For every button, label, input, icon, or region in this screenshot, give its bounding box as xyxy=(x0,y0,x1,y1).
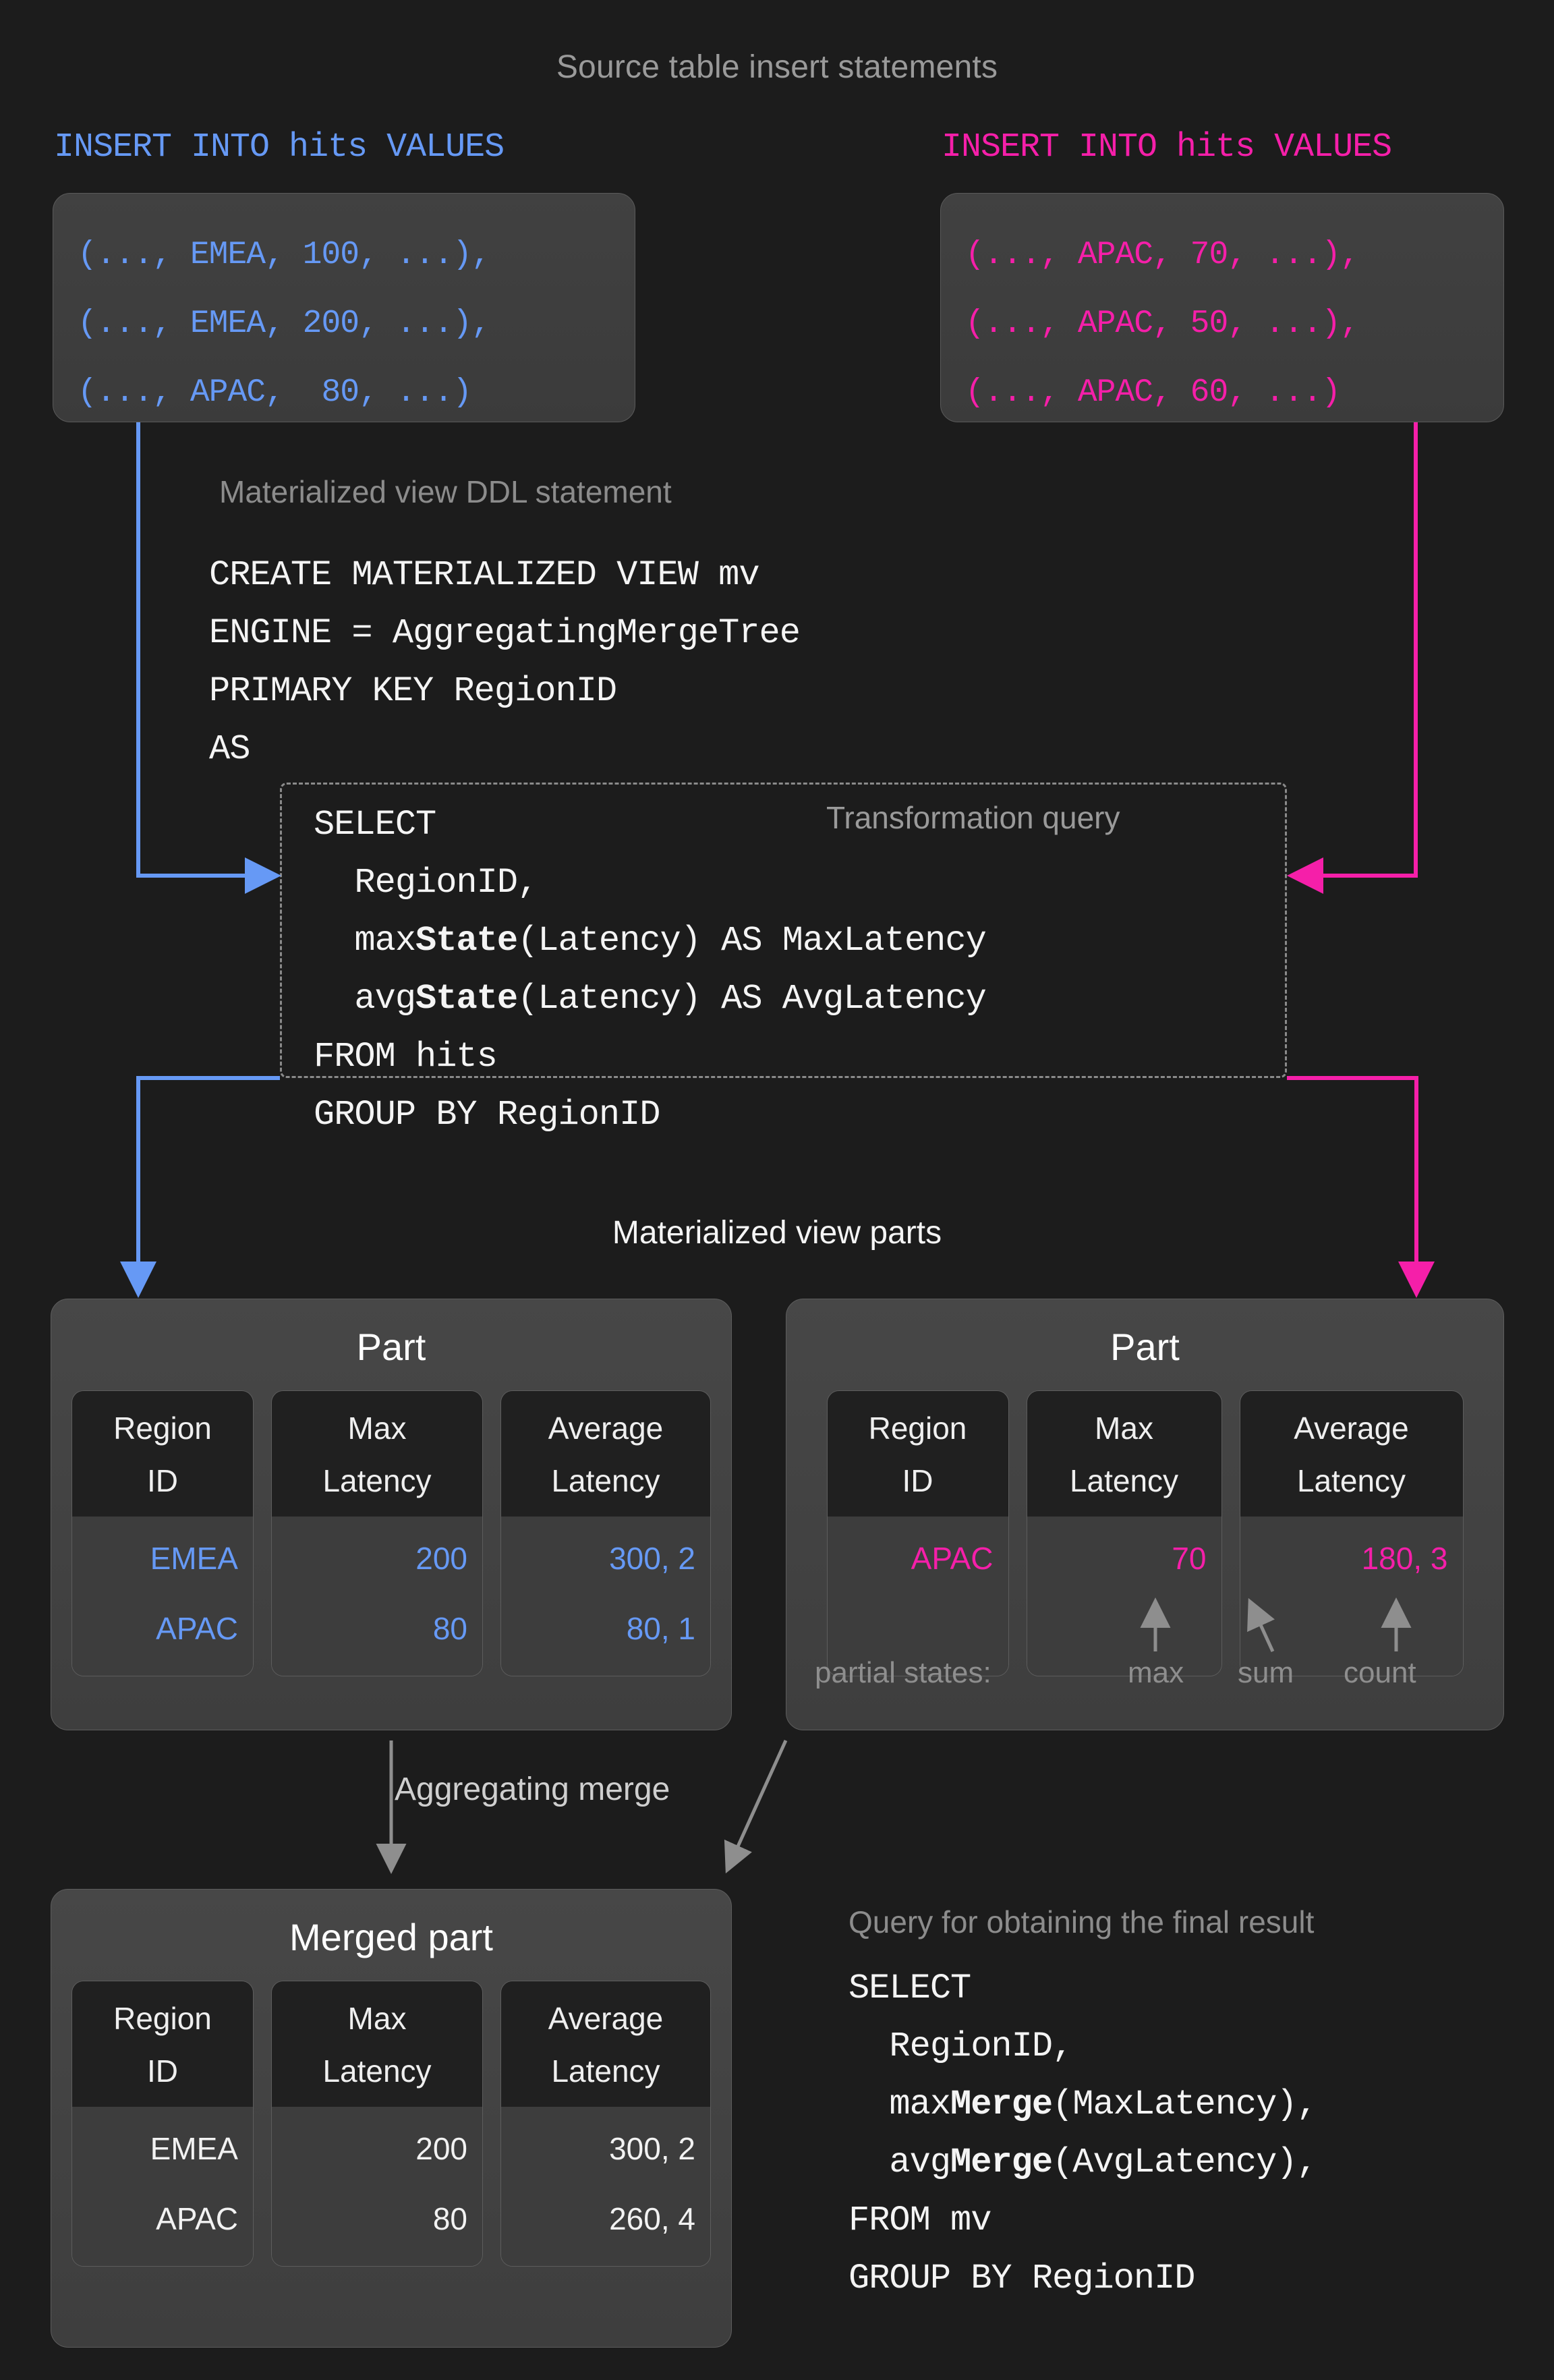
table-cell: APAC xyxy=(156,1611,238,1646)
insert-box-left: (..., EMEA, 100, ...), (..., EMEA, 200, … xyxy=(53,193,635,422)
caption-aggregating-merge: Aggregating merge xyxy=(395,1772,670,1807)
partial-state-sum-label: sum xyxy=(1238,1656,1294,1689)
table-cell: 260, 4 xyxy=(609,2201,695,2236)
partial-state-count-label: count xyxy=(1344,1656,1416,1689)
insert-header-left: INSERT INTO hits VALUES xyxy=(54,128,505,167)
tq-line-4-post: (Latency) AS AvgLatency xyxy=(517,979,987,1019)
partial-state-max-label: max xyxy=(1128,1656,1184,1689)
fq-line-3-post: (MaxLatency), xyxy=(1052,2085,1318,2124)
caption-source-inserts: Source table insert statements xyxy=(556,49,998,85)
arrow-insert-right-to-query xyxy=(1287,422,1418,894)
table-cell: APAC xyxy=(156,2201,238,2236)
insert-row: (..., EMEA, 200, ...), xyxy=(78,306,491,342)
insert-box-right: (..., APAC, 70, ...), (..., APAC, 50, ..… xyxy=(940,193,1504,422)
table-cell: 200 xyxy=(415,2131,467,2166)
arrow-query-to-part-right xyxy=(1287,1076,1435,1298)
table-cell: 300, 2 xyxy=(609,1541,695,1576)
partial-states-label: partial states: xyxy=(815,1656,991,1689)
merged-part-title: Merged part xyxy=(289,1916,493,1958)
insert-header-right: INSERT INTO hits VALUES xyxy=(942,128,1392,167)
table-cell-empty xyxy=(828,1593,1008,1664)
tq-line-4-pre: avg xyxy=(314,979,416,1019)
fq-line-6: GROUP BY RegionID xyxy=(848,2259,1195,2298)
tq-line-3-post: (Latency) AS MaxLatency xyxy=(517,921,987,961)
final-query-code: SELECT RegionID, maxMerge(MaxLatency), a… xyxy=(848,1960,1318,2308)
insert-row: (..., APAC, 80, ...) xyxy=(78,374,472,411)
tq-line-4-bold: State xyxy=(415,979,518,1019)
tq-line-3-bold: State xyxy=(415,921,518,961)
tq-line-5: FROM hits xyxy=(314,1037,498,1077)
table-cell: 80, 1 xyxy=(626,1611,695,1646)
fq-line-5: FROM mv xyxy=(848,2201,991,2240)
part-title: Part xyxy=(1110,1326,1180,1368)
insert-row: (..., APAC, 70, ...), xyxy=(965,237,1360,273)
table-cell: EMEA xyxy=(150,1541,238,1576)
caption-ddl: Materialized view DDL statement xyxy=(219,474,672,509)
fq-line-3-bold: Merge xyxy=(950,2085,1053,2124)
caption-transformation-query: Transformation query xyxy=(826,800,1120,835)
fq-line-3-pre: max xyxy=(848,2085,951,2124)
fq-line-2: RegionID, xyxy=(848,2027,1073,2066)
table-cell: 70 xyxy=(1172,1541,1207,1576)
table-cell: 80 xyxy=(432,1611,467,1646)
table-cell: APAC xyxy=(911,1541,994,1576)
fq-line-4-post: (AvgLatency), xyxy=(1052,2143,1318,2182)
table-cell: 180, 3 xyxy=(1361,1541,1448,1576)
fq-line-1: SELECT xyxy=(848,1968,971,2008)
insert-row: (..., EMEA, 100, ...), xyxy=(78,237,491,273)
arrow-query-to-part-left xyxy=(120,1076,280,1298)
insert-row: (..., APAC, 60, ...) xyxy=(965,374,1341,411)
tq-line-6: GROUP BY RegionID xyxy=(314,1095,660,1135)
fq-line-4-bold: Merge xyxy=(950,2143,1053,2182)
table-cell-empty xyxy=(1027,1593,1221,1664)
transformation-query-code: SELECT RegionID, maxState(Latency) AS Ma… xyxy=(314,796,987,1144)
caption-final-query: Query for obtaining the final result xyxy=(848,1904,1315,1939)
arrow-merge-from-right-part xyxy=(724,1739,788,1874)
table-cell-empty xyxy=(1240,1593,1463,1664)
table-cell: 300, 2 xyxy=(609,2131,695,2166)
tq-line-1: SELECT xyxy=(314,805,436,845)
caption-mv-parts: Materialized view parts xyxy=(612,1215,942,1251)
part-title: Part xyxy=(356,1326,426,1368)
table-cell: 80 xyxy=(432,2201,467,2236)
transformation-query-box xyxy=(280,783,1287,1078)
table-cell: 200 xyxy=(415,1541,467,1576)
tq-line-3-pre: max xyxy=(314,921,416,961)
insert-row: (..., APAC, 50, ...), xyxy=(965,306,1360,342)
table-cell: EMEA xyxy=(150,2131,238,2166)
tq-line-2: RegionID, xyxy=(314,863,538,903)
fq-line-4-pre: avg xyxy=(848,2143,951,2182)
ddl-code-block: CREATE MATERIALIZED VIEW mv ENGINE = Agg… xyxy=(209,555,801,769)
